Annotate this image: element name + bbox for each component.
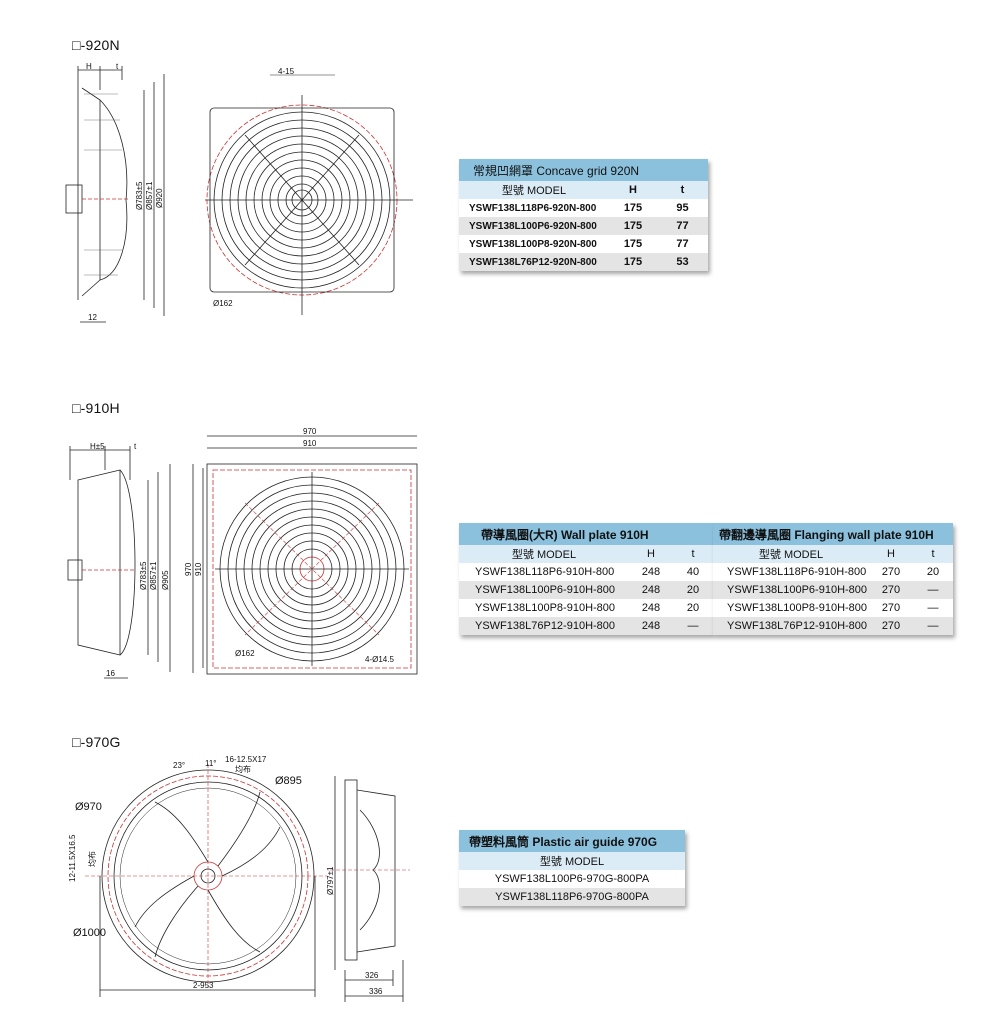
dim-angle-23: 23° (173, 761, 185, 770)
table-920n: 常規凹網罩 Concave grid 920N 型號 MODEL H t YSW… (459, 159, 708, 271)
drawing-920n-side-view: H t 12 Ø783±5 Ø857±1 Ø920 (65, 62, 165, 323)
dim-side-holes: 12-11.5X16.5 (68, 834, 77, 882)
section-title-920n: □-920N (72, 37, 120, 53)
dim-910-v-910h: 910 (194, 562, 203, 576)
col-model: 型號 MODEL (713, 545, 869, 563)
dim-holes-970g: 16-12.5X17 (225, 755, 267, 764)
dim-d857-910h: Ø857±1 (149, 561, 158, 590)
dim-d1000: Ø1000 (73, 927, 106, 939)
drawing-970g-side-view: Ø797±1 326 336 (326, 776, 410, 1002)
dim-t-910h: t (134, 442, 137, 451)
section-title-910h: □-910H (72, 400, 120, 416)
dim-970-v-910h: 970 (185, 562, 193, 576)
col-h: H (869, 545, 913, 563)
table-910h-right-header: 帶翻邊導風圈 Flanging wall plate 910H (713, 523, 953, 545)
table-row: YSWF138L118P6-970G-800PA (459, 888, 685, 906)
col-t: t (657, 181, 708, 199)
dim-d920-920n: Ø920 (155, 188, 164, 208)
dim-336: 336 (369, 987, 383, 996)
table-row: YSWF138L100P6-970G-800PA (459, 870, 685, 888)
table-910h-flanging-wall-plate: 帶翻邊導風圈 Flanging wall plate 910H 型號 MODEL… (713, 523, 953, 635)
dim-2-953: 2-953 (193, 981, 214, 990)
col-h: H (629, 545, 673, 563)
col-model: 型號 MODEL (459, 545, 629, 563)
dim-t-920n: t (116, 62, 119, 71)
col-t: t (913, 545, 953, 563)
dim-d783-910h: Ø783±5 (139, 561, 148, 590)
dim-d895: Ø895 (275, 775, 302, 787)
dim-h-910h: H±5 (90, 442, 105, 451)
dim-970-w-910h: 970 (303, 428, 317, 436)
dim-bolts-910h: 4-Ø14.5 (365, 655, 394, 664)
table-970g: 帶塑料風筒 Plastic air guide 970G 型號 MODEL YS… (459, 830, 685, 906)
col-t: t (673, 545, 713, 563)
dim-angle-11: 11° (205, 759, 217, 768)
dim-326: 326 (365, 971, 379, 980)
table-920n-header: 常規凹網罩 Concave grid 920N (459, 159, 708, 181)
drawing-970g-front-view: 23° 11° 16-12.5X17 均布 Ø895 Ø970 12-11.5X… (68, 755, 327, 997)
dim-16-910h: 16 (106, 669, 115, 678)
dim-d797: Ø797±1 (326, 866, 335, 895)
table-910h-wall-plate: 帶導風圈(大R) Wall plate 910H 型號 MODEL H t YS… (459, 523, 713, 635)
dim-910-w-910h: 910 (303, 439, 317, 448)
dim-d857-920n: Ø857±1 (145, 181, 154, 210)
dim-12-920n: 12 (88, 313, 97, 322)
dim-d162-920n: Ø162 (213, 299, 233, 308)
col-model: 型號 MODEL (459, 852, 685, 870)
dim-d905-910h: Ø905 (161, 570, 170, 590)
col-model: 型號 MODEL (459, 181, 609, 199)
table-970g-header: 帶塑料風筒 Plastic air guide 970G (459, 830, 685, 852)
dim-d783-920n: Ø783±5 (135, 181, 144, 210)
drawing-910h-front-view: 970 910 970 910 Ø162 4-Ø14.5 (185, 428, 418, 675)
dim-holes-even-970g: 均布 (235, 764, 251, 774)
dim-d162-910h: Ø162 (235, 649, 255, 658)
dim-bolts-920n: 4-15 (278, 67, 295, 76)
table-910h-left-header: 帶導風圈(大R) Wall plate 910H (459, 523, 713, 545)
dim-h-920n: H (86, 62, 92, 71)
dim-side-holes-even: 均布 (87, 851, 97, 867)
drawing-920n-front-view: 4-15 Ø162 (205, 67, 413, 315)
drawing-910h-side-view: H±5 t 16 Ø783±5 Ø857±1 Ø905 (67, 442, 171, 679)
col-h: H (609, 181, 657, 199)
dim-d970: Ø970 (75, 801, 102, 813)
section-title-970g: □-970G (72, 734, 121, 750)
